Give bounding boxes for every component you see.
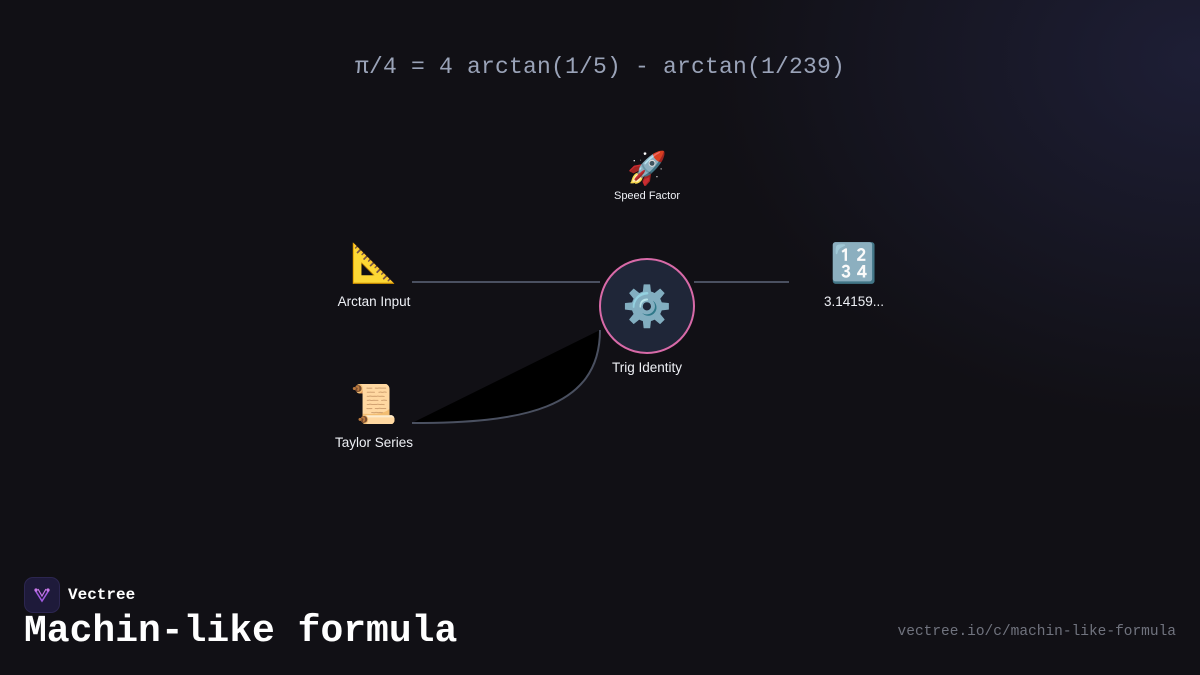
scroll-icon: 📜 xyxy=(350,384,398,426)
edge-taylor-to-trig xyxy=(412,330,600,423)
rocket-icon: 🚀 xyxy=(627,150,667,186)
page-url[interactable]: vectree.io/c/machin-like-formula xyxy=(897,624,1176,640)
node-label: Taylor Series xyxy=(334,435,414,450)
brand[interactable]: Vectree xyxy=(24,577,135,613)
node-label: 3.14159... xyxy=(823,294,885,309)
brand-name: Vectree xyxy=(68,586,136,604)
gear-icon: ⚙️ xyxy=(622,284,672,329)
node-label: Arctan Input xyxy=(337,294,411,309)
node-result[interactable]: 🔢 3.14159... xyxy=(824,242,884,309)
node-taylor-series[interactable]: 📜 Taylor Series xyxy=(335,383,413,450)
node-speed-factor[interactable]: 🚀 Speed Factor xyxy=(614,150,680,202)
vectree-logo-icon xyxy=(24,577,60,613)
node-label: Speed Factor xyxy=(613,190,681,202)
page-title: Machin-like formula xyxy=(24,610,458,653)
formula-heading: π/4 = 4 arctan(1/5) - arctan(1/239) xyxy=(354,54,846,80)
edge-taylor-to-trig-stroke xyxy=(411,329,601,424)
node-arctan-input[interactable]: 📐 Arctan Input xyxy=(338,242,411,309)
number-keypad-icon: 🔢 xyxy=(830,243,878,285)
node-trig-identity[interactable]: ⚙️ Trig Identity xyxy=(599,258,695,375)
hub-circle[interactable]: ⚙️ xyxy=(599,258,695,354)
node-label: Trig Identity xyxy=(611,360,683,375)
triangular-ruler-icon: 📐 xyxy=(350,243,398,285)
